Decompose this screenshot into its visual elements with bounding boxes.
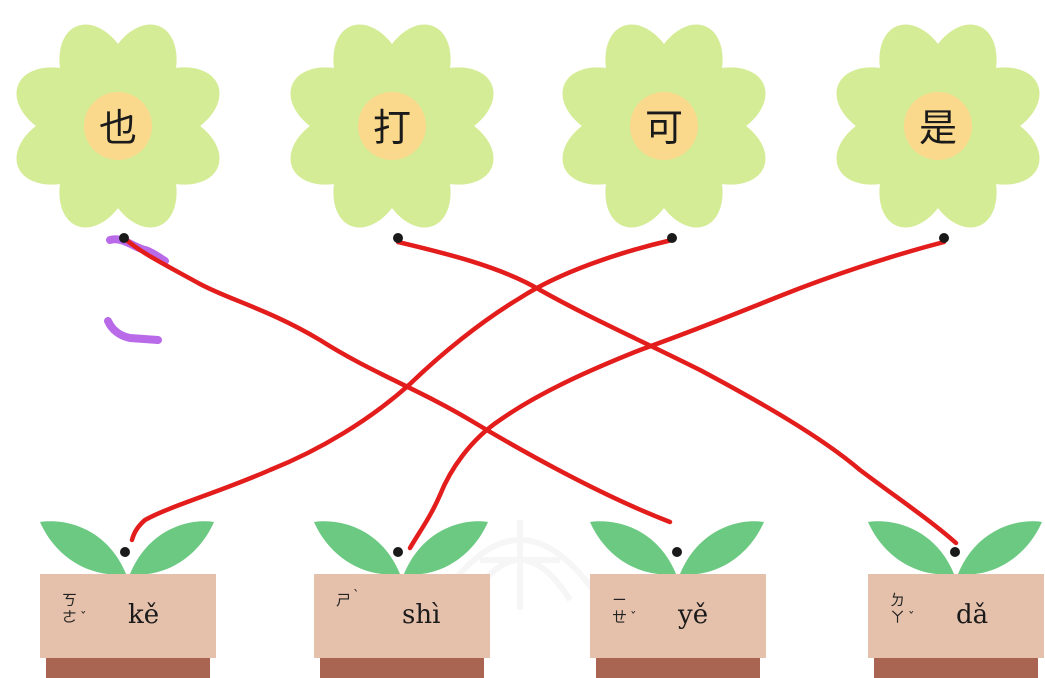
flower-icon <box>562 24 766 228</box>
flower-2: 打 <box>280 8 504 232</box>
plant-pot-icon <box>590 521 766 678</box>
pot-3: ㄧ ㄝ ˇ yě <box>588 518 768 678</box>
tone-mark: ˋ <box>353 589 360 604</box>
pot-4: ㄉ ㄚ ˇ dǎ <box>866 518 1045 678</box>
bopomofo-final: ㄝ <box>612 608 628 626</box>
flower-character: 可 <box>644 105 683 150</box>
bopomofo: ㄧ ㄝ ˇ <box>612 592 642 640</box>
pot-dot[interactable] <box>120 547 130 557</box>
bopomofo-initial: ㄎ <box>62 591 78 609</box>
flower-icon <box>16 24 220 228</box>
bopomofo-final: ㄜ <box>62 608 78 626</box>
bopomofo: ㄉ ㄚ ˇ <box>890 592 920 640</box>
pot-1: ㄎ ㄜ ˇ kě <box>38 518 218 678</box>
pinyin-label: dǎ <box>956 600 989 630</box>
flower-1: 也 <box>6 8 230 232</box>
pot-dot[interactable] <box>393 547 403 557</box>
flower-icon <box>290 24 494 228</box>
pinyin-label: kě <box>128 600 160 630</box>
flower-character: 也 <box>98 105 137 150</box>
tone-mark: ˇ <box>80 611 87 626</box>
flower-dot[interactable] <box>393 233 403 243</box>
plant-pot-icon <box>314 521 490 678</box>
plant-pot-icon <box>868 521 1044 678</box>
pot-2: ㄕ ˋ shì <box>312 518 492 678</box>
bopomofo-final: ㄚ <box>890 608 906 626</box>
pinyin-label: yě <box>678 600 709 630</box>
tone-mark: ˇ <box>908 611 915 626</box>
pot-dot[interactable] <box>950 547 960 557</box>
match-line <box>121 235 673 525</box>
flower-dot[interactable] <box>119 233 129 243</box>
tone-mark: ˇ <box>630 611 637 626</box>
bopomofo-initial: ㄉ <box>890 591 906 609</box>
flower-3: 可 <box>552 8 776 232</box>
flower-4: 是 <box>826 8 1045 232</box>
pinyin-label: shì <box>402 600 441 630</box>
bopomofo-initial: ㄕ <box>336 591 352 609</box>
pot-dot[interactable] <box>672 547 682 557</box>
match-line <box>129 237 675 543</box>
match-line <box>395 239 959 546</box>
bopomofo: ㄎ ㄜ ˇ <box>62 592 92 640</box>
flower-character: 打 <box>372 105 411 150</box>
match-line <box>407 239 947 551</box>
flower-dot[interactable] <box>667 233 677 243</box>
bopomofo: ㄕ ˋ <box>336 589 366 640</box>
flower-character: 是 <box>918 105 957 150</box>
bopomofo-initial: ㄧ <box>612 591 628 609</box>
flower-icon <box>836 24 1040 228</box>
highlighter-mark <box>104 317 162 344</box>
flower-dot[interactable] <box>939 233 949 243</box>
plant-pot-icon <box>40 521 216 678</box>
